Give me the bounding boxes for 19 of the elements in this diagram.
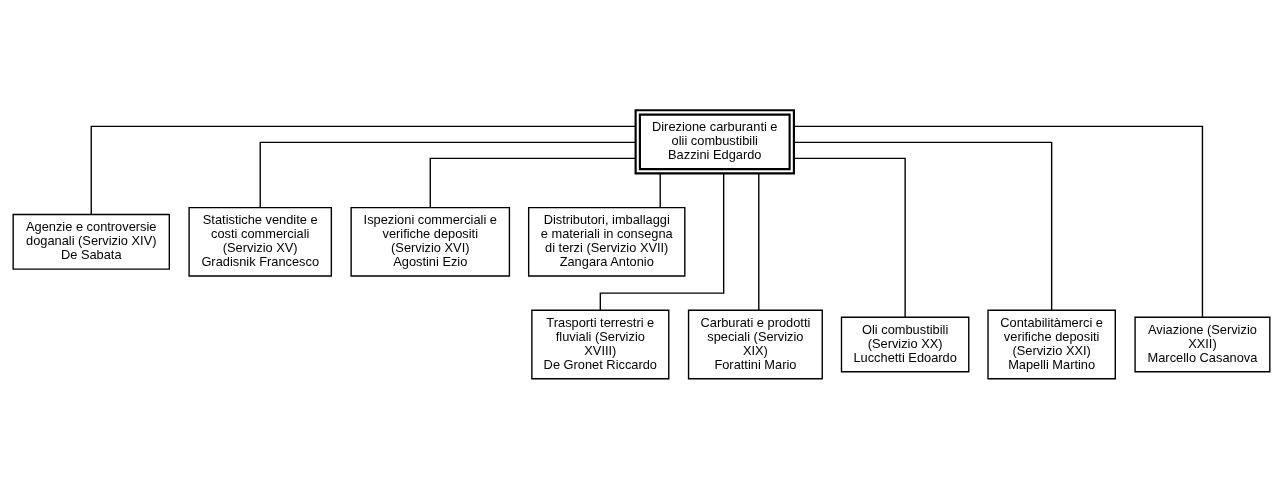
node-box: Direzione carburanti e olii combustibili Bazzini Edgardo [634,108,795,174]
connector [793,157,906,318]
node-box: Distributori, imballaggi e materiali in consegna di terzi (Servizio XVII) Zangara Antonio [527,206,686,277]
connector [659,172,661,208]
connector [599,172,725,311]
node-box: Ispezioni commerciali e verifiche depositi (Servizio XVI) Agostini Ezio [350,206,511,277]
connector [90,125,637,215]
node-box: Trasporti terrestri e fluviali (Servizio XVIII) De Gronet Riccardo [531,309,670,379]
node-box: Statistiche vendite e costi commerciali (Servizio XV) Gradisnik Francesco [188,206,333,277]
connector [793,125,1204,318]
node-box: Oli combustibili (Servizio XX) Lucchetti Edoardo [840,316,970,372]
node-box: Contabilitàmerci e verifiche depositi (Servizio XXI) Mapelli Martino [987,309,1116,379]
connector [429,157,637,208]
node-box: Agenzie e controversie doganali (Servizio XIV) De Sabata [12,213,170,270]
connector [259,141,637,208]
node-box: Carburati e prodotti speciali (Servizio XIX) Forattini Mario [687,309,823,379]
connector [758,172,760,311]
node-box: Aviazione (Servizio XXII) Marcello Casanova [1134,316,1271,372]
connector [793,141,1053,311]
